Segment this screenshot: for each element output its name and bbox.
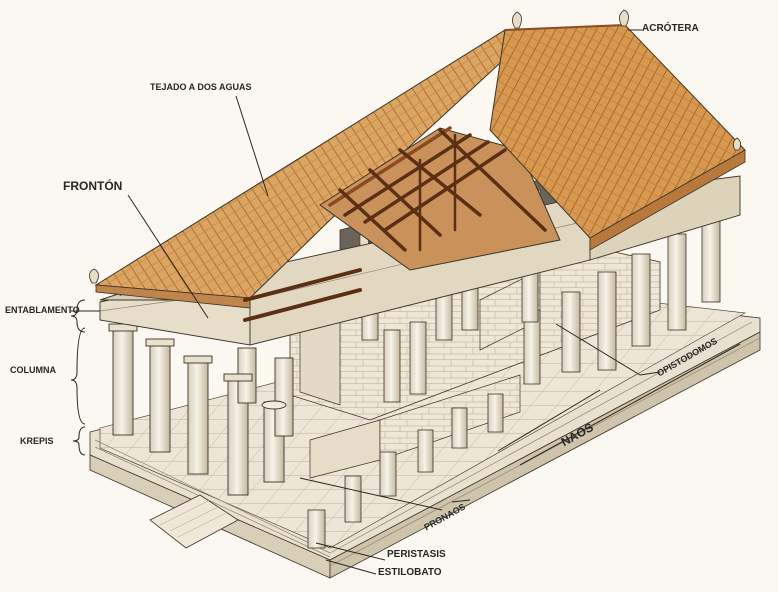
label-krepis: KREPIS <box>20 436 54 446</box>
label-fronton: FRONTÓN <box>63 179 123 193</box>
label-acrotera: ACRÓTERA <box>642 23 699 34</box>
roof-right-slope <box>489 24 746 251</box>
front-columns <box>108 323 294 496</box>
roof-timber-frame <box>243 126 561 322</box>
acroterion <box>89 9 741 284</box>
back-columns <box>307 213 721 549</box>
roof-left-slope <box>94 29 526 309</box>
label-columna: COLUMNA <box>10 365 56 375</box>
label-entablamento: ENTABLAMENTO <box>5 305 80 315</box>
label-tejado: TEJADO A DOS AGUAS <box>150 82 252 92</box>
label-peristasis: PERISTASIS <box>387 549 446 560</box>
leader-lines <box>70 29 741 575</box>
label-estilobato: ESTILOBATO <box>378 567 442 578</box>
